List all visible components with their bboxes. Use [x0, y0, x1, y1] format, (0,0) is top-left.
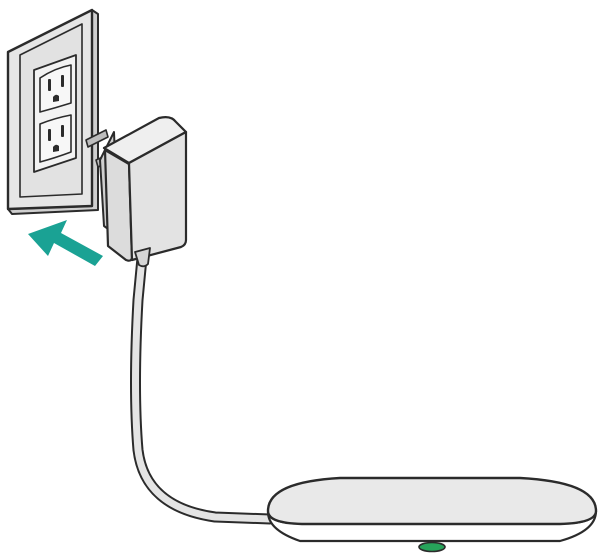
charging-base	[268, 478, 596, 541]
wall-outlet-plate	[8, 10, 98, 214]
power-cable	[136, 258, 271, 519]
status-light	[419, 543, 445, 552]
insert-direction-arrow	[28, 220, 103, 266]
power-adapter	[86, 117, 186, 266]
